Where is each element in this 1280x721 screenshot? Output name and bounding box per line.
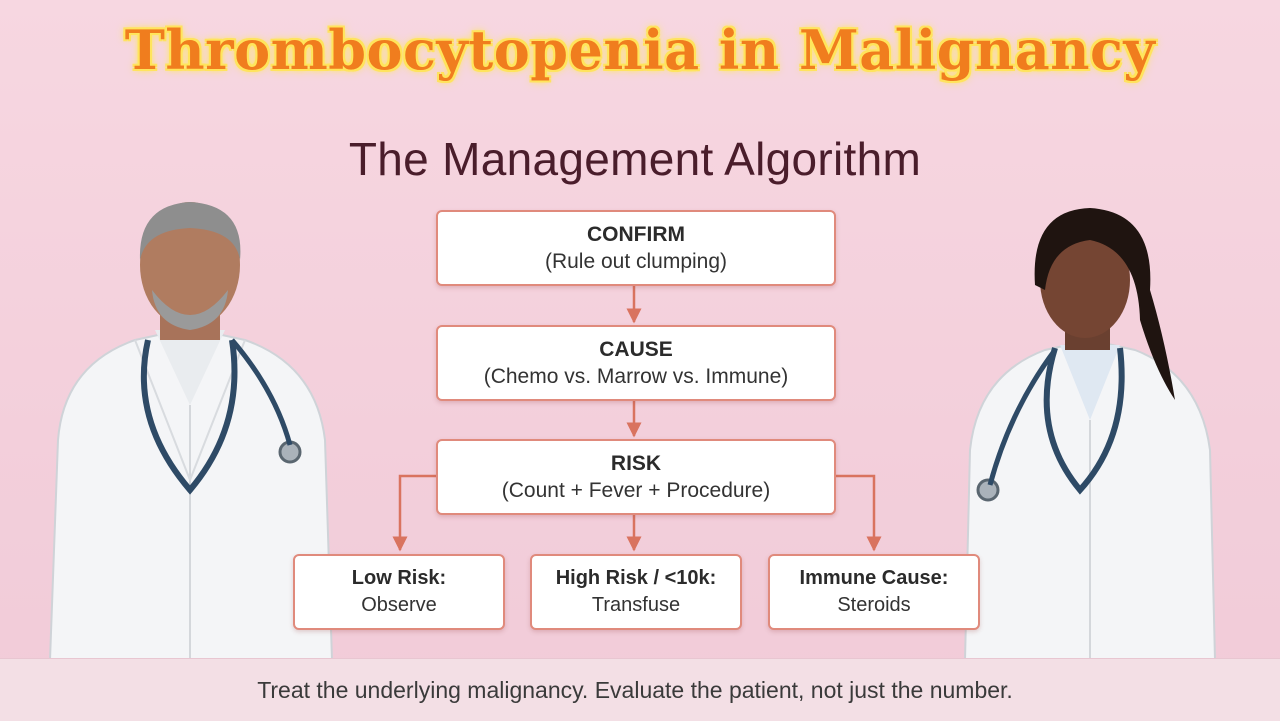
footer-caption: Treat the underlying malignancy. Evaluat… — [257, 677, 1013, 703]
confirm-heading: CONFIRM — [587, 223, 685, 246]
cause-heading: CAUSE — [599, 338, 673, 361]
arrow-risk-to-low — [392, 474, 436, 552]
high-risk-action: Transfuse — [591, 594, 681, 616]
risk-heading: RISK — [610, 452, 662, 475]
page-subtitle: The Management Algorithm — [348, 133, 922, 185]
risk-detail: (Count + Fever + Procedure) — [501, 479, 771, 502]
cause-box: CAUSE (Chemo vs. Marrow vs. Immune) — [436, 325, 836, 401]
arrow-risk-to-immune — [834, 474, 882, 552]
low-risk-action: Observe — [361, 594, 437, 616]
page-title: Thrombocytopenia in Malignancy — [124, 18, 1156, 82]
high-risk-box: High Risk / <10k: Transfuse — [530, 554, 742, 630]
low-risk-heading: Low Risk: — [351, 567, 447, 589]
immune-cause-box: Immune Cause: Steroids — [768, 554, 980, 630]
confirm-box: CONFIRM (Rule out clumping) — [436, 210, 836, 286]
immune-cause-action: Steroids — [837, 594, 911, 616]
low-risk-box: Low Risk: Observe — [293, 554, 505, 630]
confirm-detail: (Rule out clumping) — [544, 250, 728, 273]
female-doctor-illustration — [963, 208, 1217, 660]
high-risk-heading: High Risk / <10k: — [555, 567, 717, 589]
male-doctor-illustration — [48, 202, 334, 660]
cause-detail: (Chemo vs. Marrow vs. Immune) — [483, 365, 789, 388]
footer-band — [0, 658, 1280, 721]
risk-box: RISK (Count + Fever + Procedure) — [436, 439, 836, 515]
immune-cause-heading: Immune Cause: — [799, 567, 949, 589]
